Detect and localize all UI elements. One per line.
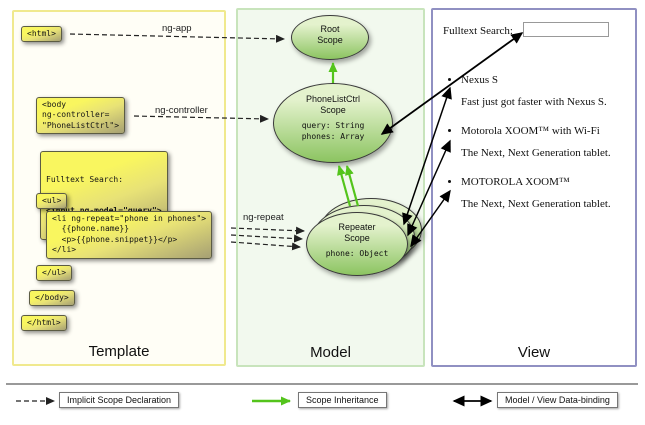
code-fulltext-label: Fulltext Search: xyxy=(46,174,124,184)
view-phone-item: MOTOROLA XOOM™ The Next, Next Generation… xyxy=(461,176,630,210)
ng-controller-label: ng-controller xyxy=(155,105,208,116)
repeater-phone-prop: phone: Object xyxy=(325,248,389,258)
view-phone-item: Motorola XOOM™ with Wi-Fi The Next, Next… xyxy=(461,125,630,159)
phone-name: Motorola XOOM™ with Wi-Fi xyxy=(461,125,600,137)
root-scope-ellipse: Root Scope xyxy=(291,15,369,60)
ng-repeat-label: ng-repeat xyxy=(243,212,284,223)
phonelistctrl-phones-prop: phones: Array xyxy=(301,131,365,141)
phonelistctrl-scope-ellipse: PhoneListCtrl Scope query: String phones… xyxy=(273,83,393,163)
view-phone-list: Nexus S Fast just got faster with Nexus … xyxy=(440,74,630,227)
phone-snippet: Fast just got faster with Nexus S. xyxy=(461,96,607,108)
code-body-close: </body> xyxy=(29,290,75,307)
model-column: Model xyxy=(236,8,425,367)
code-ul-close: </ul> xyxy=(36,265,73,282)
legend-implicit-scope-declaration: Implicit Scope Declaration xyxy=(59,392,180,408)
code-ul-open: <ul> xyxy=(36,193,68,210)
legend-model-view-data-binding: Model / View Data-binding xyxy=(497,392,618,408)
phone-name: Nexus S xyxy=(461,74,498,86)
root-scope-title: Root Scope xyxy=(317,24,343,46)
view-column-label: View xyxy=(517,344,551,361)
phone-snippet: The Next, Next Generation tablet. xyxy=(461,147,611,159)
repeater-scope-title: Repeater Scope xyxy=(338,222,376,244)
view-search-input[interactable] xyxy=(523,22,609,37)
code-li-ng-repeat: <li ng-repeat="phone in phones"> {{phone… xyxy=(46,211,213,259)
repeater-scope-ellipse: Repeater Scope phone: Object xyxy=(306,212,408,276)
code-body-open: <body ng-controller= "PhoneListCtrl"> xyxy=(36,97,126,135)
phonelistctrl-query-prop: query: String xyxy=(301,120,365,130)
legend-divider xyxy=(6,383,638,385)
template-column-label: Template xyxy=(88,343,150,360)
code-html-close: </html> xyxy=(21,315,67,332)
model-column-label: Model xyxy=(310,344,351,361)
view-phone-item: Nexus S Fast just got faster with Nexus … xyxy=(461,74,630,108)
ng-app-label: ng-app xyxy=(162,23,192,34)
phone-name: MOTOROLA XOOM™ xyxy=(461,176,570,188)
phone-snippet: The Next, Next Generation tablet. xyxy=(461,198,611,210)
code-input-ng-model: <input ng-model="query"> xyxy=(46,206,162,216)
legend-scope-inheritance: Scope Inheritance xyxy=(298,392,387,408)
phonelistctrl-scope-title: PhoneListCtrl Scope xyxy=(305,94,361,116)
view-search-label: Fulltext Search: xyxy=(443,25,513,37)
code-html-open: <html> xyxy=(21,26,62,43)
